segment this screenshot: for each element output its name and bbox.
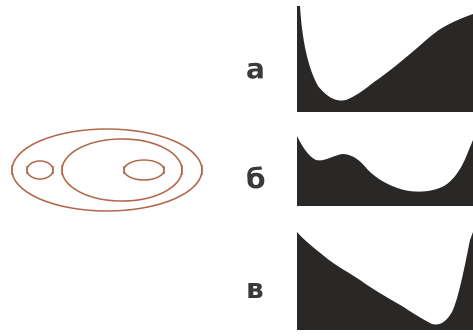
panel-label-a: а [246,52,265,85]
profile-b-fill [297,136,473,206]
profile-a-fill [297,6,473,112]
panel-label-v: в [246,272,264,305]
profile-v [297,232,473,330]
contour-rings-icon [11,128,203,212]
profile-b [297,136,473,206]
ring-tick-marks [11,165,203,175]
panel-label-b: б [246,162,266,195]
profile-a [297,6,473,112]
profile-v-fill [297,232,473,330]
